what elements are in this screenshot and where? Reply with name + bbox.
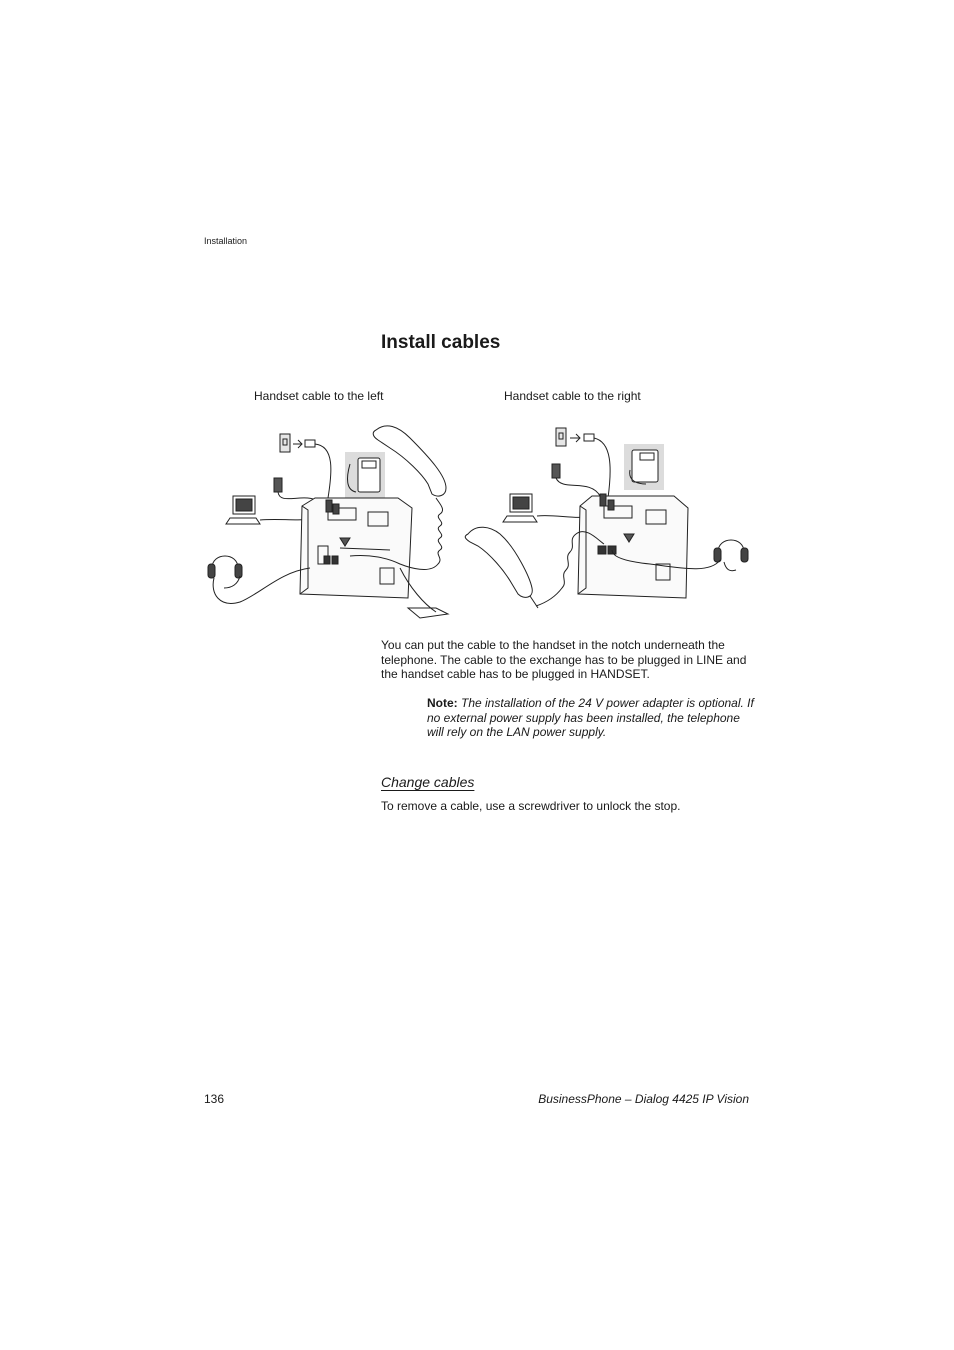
footer-product: BusinessPhone – Dialog 4425 IP Vision bbox=[538, 1092, 749, 1106]
right-diagram bbox=[464, 427, 749, 609]
power-adapter-icon-right bbox=[551, 463, 561, 479]
wall-socket-icon-right bbox=[555, 427, 567, 447]
note: Note: The installation of the 24 V power… bbox=[427, 696, 757, 740]
headset-icon-right bbox=[717, 539, 745, 553]
wall-socket-icon bbox=[279, 433, 291, 453]
section-header: Installation bbox=[204, 236, 248, 246]
power-adapter-icon bbox=[273, 477, 283, 493]
handset-icon bbox=[372, 425, 447, 497]
left-diagram bbox=[207, 425, 450, 619]
page-title: Install cables bbox=[381, 332, 501, 353]
note-label: Note: bbox=[427, 696, 458, 710]
body-paragraph: You can put the cable to the handset in … bbox=[381, 638, 747, 682]
subheading-change-cables: Change cables bbox=[381, 774, 475, 790]
figure-caption-right: Handset cable to the right bbox=[504, 389, 641, 403]
headset-icon bbox=[211, 555, 239, 569]
page-number: 136 bbox=[204, 1092, 225, 1106]
handset-icon-right bbox=[464, 526, 533, 598]
figure-caption-left: Handset cable to the left bbox=[254, 389, 384, 403]
cable-installation-illustration bbox=[207, 425, 749, 619]
body-paragraph-2: To remove a cable, use a screwdriver to … bbox=[381, 799, 681, 813]
note-text: The installation of the 24 V power adapt… bbox=[427, 696, 754, 740]
